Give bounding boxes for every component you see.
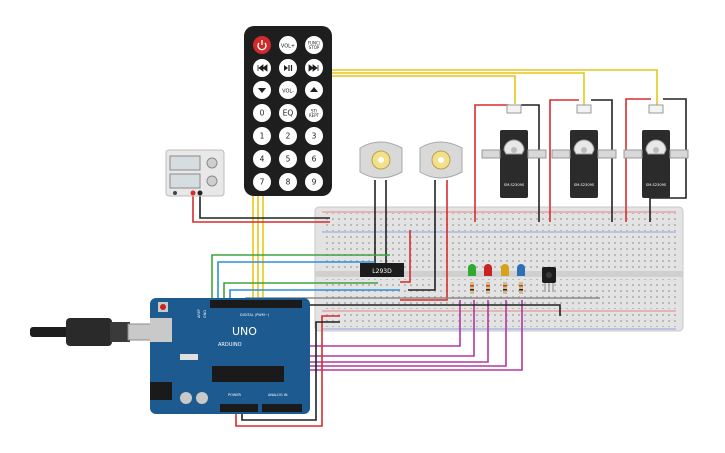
ir-remote: VOL+ FUNC/STOP VOL- 0 EQ ST/REPT 1 2 3 4 5 6 7 8 9 [244,26,332,196]
remote-key-label: EQ [283,109,294,118]
servo-motor: SM-S2309S [551,104,617,198]
servo-label: SM-S2309S [646,183,667,187]
remote-key: ST/REPT [305,104,323,122]
remote-key: 2 [279,127,297,145]
led [468,264,476,294]
arduino-uno: AREF GND UNO ARDUINO DIGITAL (PWM~) POWE… [150,298,310,414]
led [517,264,525,294]
remote-key [253,36,271,54]
remote-key: 8 [279,173,297,191]
led [501,264,509,294]
usb-cable [30,318,159,346]
prev-icon [257,64,268,72]
remote-key: FUNC/STOP [305,36,323,54]
servo-group: SM-S2309S SM-S2309S SM-S2309S [481,104,689,198]
remote-key: 0 [253,104,271,122]
dc-motor-1 [359,141,403,179]
remote-key [305,81,323,99]
wire-yellow-servo-1 [332,72,585,106]
remote-key [305,59,323,77]
chip-label: L293D [372,268,392,275]
remote-key-label: 8 [286,178,291,187]
remote-key [253,81,271,99]
play-pause-icon [284,65,293,71]
remote-key: 1 [253,127,271,145]
remote-key: EQ [279,104,297,122]
remote-key-label: FUNC/ [308,41,321,46]
resistor [503,282,507,294]
remote-key-label: VOL- [282,89,294,95]
remote-key: 6 [305,150,323,168]
remote-keypad: VOL+ FUNC/STOP VOL- 0 EQ ST/REPT 1 2 3 4 5 6 7 8 9 [253,36,323,191]
down-icon [258,88,266,93]
remote-key-label: STOP [309,45,320,50]
arduino-brand-label: ARDUINO [218,342,242,348]
arduino-gnd: GND [203,310,207,318]
remote-key-label: 3 [312,132,317,141]
remote-key-label: 0 [260,109,265,118]
dc-motor-2 [419,141,463,179]
arduino-digital-label: DIGITAL (PWM~) [240,313,270,317]
servo-motor: SM-S2309S [481,104,547,198]
remote-key: 9 [305,173,323,191]
power-supply [165,149,225,197]
remote-key: VOL+ [279,36,297,54]
servo-label: SM-S2309S [574,183,595,187]
remote-key-label: 1 [260,132,265,141]
led-group [468,264,525,294]
servo-label: SM-S2309S [504,183,525,187]
remote-key-label: VOL+ [281,44,295,50]
resistor [470,282,474,294]
remote-key-label: 6 [312,155,317,164]
remote-key-label: REPT [309,113,320,118]
remote-key: 5 [279,150,297,168]
remote-key-label: 4 [260,155,265,164]
motor-driver-chip: L293D [360,263,404,277]
led [484,264,492,294]
remote-key-label: 2 [286,132,291,141]
remote-key-label: 5 [286,155,291,164]
remote-key-label: 7 [260,178,265,187]
power-icon [257,40,267,51]
up-icon [310,87,318,92]
remote-key: 7 [253,173,271,191]
remote-key [253,59,271,77]
arduino-analog-label: ANALOG IN [268,393,288,397]
remote-key-label: ST/ [311,109,318,114]
ir-receiver [542,267,556,292]
remote-key: 4 [253,150,271,168]
remote-key-label: 9 [312,178,317,187]
next-icon [308,64,319,72]
servo-motor: SM-S2309S [623,104,689,198]
remote-key [279,59,297,77]
wire-yellow-servo-3 [332,69,658,106]
wire-yellow-servo-2 [332,75,516,104]
arduino-aref: AREF [197,309,201,318]
resistor [486,282,490,294]
resistor [519,282,523,294]
arduino-power-label: POWER [228,393,242,397]
arduino-model-label: UNO [232,325,257,338]
remote-key: VOL- [279,81,297,99]
remote-key: 3 [305,127,323,145]
